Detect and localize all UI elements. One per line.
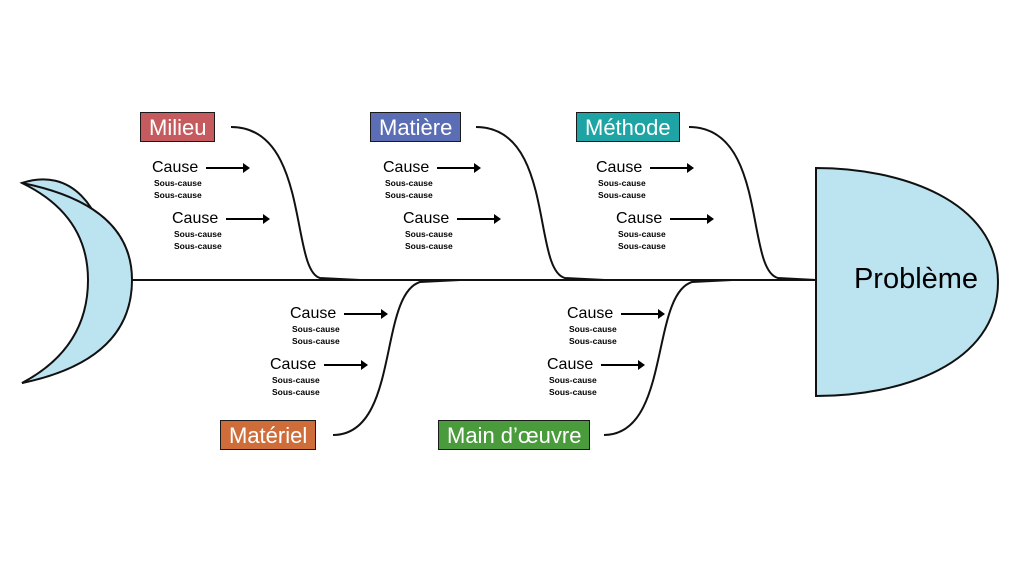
cause-group-materiel-1: Cause Sous-cause Sous-cause: [290, 305, 420, 347]
sub-cause-label: Sous-cause: [385, 178, 433, 188]
sub-cause-label: Sous-cause: [598, 178, 646, 188]
sub-cause-label: Sous-cause: [154, 178, 202, 188]
arrow-icon: [206, 162, 251, 173]
cause-label: Cause: [567, 305, 614, 322]
cause-group-materiel-2: Cause Sous-cause Sous-cause: [270, 356, 400, 398]
cause-label: Cause: [172, 210, 219, 227]
sub-cause-label: Sous-cause: [405, 241, 453, 251]
sub-cause-label: Sous-cause: [174, 241, 222, 251]
cause-label: Cause: [596, 159, 643, 176]
sub-cause-label: Sous-cause: [405, 229, 453, 239]
cause-label: Cause: [403, 210, 450, 227]
arrow-icon: [437, 162, 482, 173]
sub-cause-label: Sous-cause: [618, 241, 666, 251]
cause-label: Cause: [270, 356, 317, 373]
sub-cause-label: Sous-cause: [569, 324, 617, 334]
cause-group-milieu-2: Cause Sous-cause Sous-cause: [172, 210, 302, 252]
bone-materiel: [332, 279, 461, 436]
sub-cause-label: Sous-cause: [272, 375, 320, 385]
category-matiere: Matière: [370, 112, 462, 142]
category-materiel: Matériel: [220, 420, 317, 450]
fish-tail-inner: [21, 182, 90, 384]
cause-group-methode-2: Cause Sous-cause Sous-cause: [616, 210, 746, 252]
cause-label: Cause: [547, 356, 594, 373]
cause-label: Cause: [290, 305, 337, 322]
arrow-icon: [226, 213, 271, 224]
sub-cause-label: Sous-cause: [292, 324, 340, 334]
sub-cause-label: Sous-cause: [272, 387, 320, 397]
fish-head: [815, 166, 1000, 398]
cause-group-main-oeuvre-1: Cause Sous-cause Sous-cause: [567, 305, 697, 347]
sub-cause-label: Sous-cause: [598, 190, 646, 200]
category-main-oeuvre: Main d’œuvre: [438, 420, 591, 450]
category-milieu: Milieu: [140, 112, 216, 142]
sub-cause-label: Sous-cause: [569, 336, 617, 346]
cause-label: Cause: [152, 159, 199, 176]
bone-methode: [688, 126, 817, 281]
cause-group-milieu-1: Cause Sous-cause Sous-cause: [152, 159, 282, 201]
arrow-icon: [650, 162, 695, 173]
sub-cause-label: Sous-cause: [549, 387, 597, 397]
sub-cause-label: Sous-cause: [549, 375, 597, 385]
cause-group-methode-1: Cause Sous-cause Sous-cause: [596, 159, 726, 201]
bone-main-oeuvre: [603, 279, 733, 436]
bone-matiere: [475, 126, 606, 281]
cause-label: Cause: [616, 210, 663, 227]
sub-cause-label: Sous-cause: [174, 229, 222, 239]
arrow-icon: [324, 359, 369, 370]
sub-cause-label: Sous-cause: [618, 229, 666, 239]
arrow-icon: [457, 213, 502, 224]
arrow-icon: [621, 308, 666, 319]
arrow-icon: [670, 213, 715, 224]
arrow-icon: [344, 308, 389, 319]
cause-group-main-oeuvre-2: Cause Sous-cause Sous-cause: [547, 356, 677, 398]
cause-label: Cause: [383, 159, 430, 176]
cause-group-matiere-1: Cause Sous-cause Sous-cause: [383, 159, 513, 201]
sub-cause-label: Sous-cause: [385, 190, 433, 200]
problem-label: Problème: [853, 263, 979, 295]
sub-cause-label: Sous-cause: [154, 190, 202, 200]
cause-group-matiere-2: Cause Sous-cause Sous-cause: [403, 210, 533, 252]
bone-milieu: [230, 126, 361, 281]
arrow-icon: [601, 359, 646, 370]
category-methode: Méthode: [576, 112, 680, 142]
sub-cause-label: Sous-cause: [292, 336, 340, 346]
